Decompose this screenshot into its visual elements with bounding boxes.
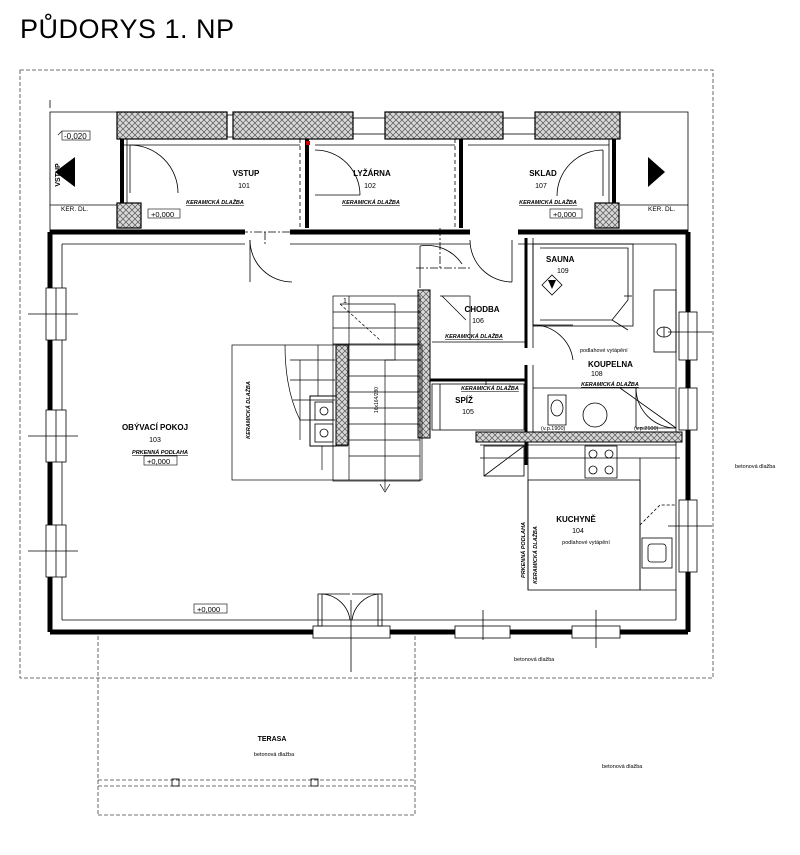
room-number-kuchyne: 104 xyxy=(572,528,584,535)
room-name-sauna: SAUNA xyxy=(546,255,575,264)
room-name-spiz: SPÍŽ xyxy=(455,396,473,405)
room-name-chodba: CHODBA xyxy=(464,305,499,314)
room-name-sklad: SKLAD xyxy=(529,169,557,178)
kuchyne-floor-a: PRKENNÁ PODLAHA xyxy=(520,522,527,578)
room-floor-terasa: betonová dlažba xyxy=(254,752,295,758)
room-number-sklad: 107 xyxy=(535,183,547,190)
entry-arrow-icon xyxy=(55,157,75,187)
room-labels: VSTUP -0,020 KER. DL. KER. DL. VSTUP 101… xyxy=(55,132,776,770)
terrace-outline xyxy=(97,630,416,816)
room-name-terasa: TERASA xyxy=(258,736,287,743)
koupelna-note: podlahové vytápění xyxy=(580,348,628,354)
axis-lines xyxy=(240,228,470,269)
koupelna-h2: (v.p.2100) xyxy=(634,426,659,432)
room-name-lyzarna: LYŽÁRNA xyxy=(353,169,391,178)
room-floor-koupelna: KERAMICKÁ DLAŽBA xyxy=(581,380,639,388)
room-level-vstup: +0,000 xyxy=(151,210,174,219)
ker-left: KER. DL. xyxy=(61,206,88,213)
west-windows xyxy=(28,287,78,578)
room-floor-chodba: KERAMICKÁ DLAŽBA xyxy=(445,332,503,340)
room-name-koupelna: KOUPELNA xyxy=(588,360,633,369)
sauna-heater xyxy=(541,274,563,296)
page-title: PŮDORYS 1. NP xyxy=(20,14,235,44)
room-floor-lyzarna: KERAMICKÁ DLAŽBA xyxy=(342,198,400,206)
stair-num: 1 xyxy=(343,298,347,305)
room-number-chodba: 106 xyxy=(472,318,484,325)
interior-doors xyxy=(129,144,604,361)
bathroom-fixtures xyxy=(547,289,677,429)
east-windows xyxy=(668,311,712,573)
beton-bottom: betonová dlažba xyxy=(514,657,555,663)
room-number-koupelna: 108 xyxy=(591,371,603,378)
room-partitions xyxy=(299,139,456,228)
room-number-sauna: 109 xyxy=(557,268,569,275)
ker-right: KER. DL. xyxy=(648,206,675,213)
room-number-vstup: 101 xyxy=(238,183,250,190)
living-floor-vertical: KERAMICKÁ DLAŽBA xyxy=(244,381,252,439)
level-outside: -0,020 xyxy=(64,132,87,141)
beton-far: betonová dlažba xyxy=(602,764,643,770)
room-number-spiz: 105 xyxy=(462,409,474,416)
room-floor-vstup: KERAMICKÁ DLAŽBA xyxy=(186,198,244,206)
interior-walls xyxy=(430,238,528,465)
beton-right: betonová dlažba xyxy=(735,464,776,470)
stair-note: 16x164/280 xyxy=(374,387,380,413)
room-floor-obyvaci: PRKENNÁ PODLAHA xyxy=(132,449,188,456)
north-windows xyxy=(226,114,536,138)
level-markers xyxy=(57,130,583,614)
room-name-kuchyne: KUCHYNĚ xyxy=(556,515,596,524)
spiz-floor: KERAMICKÁ DLAŽBA xyxy=(461,384,519,392)
room-name-vstup: VSTUP xyxy=(233,169,260,178)
room-level-obyvaci: +0,000 xyxy=(147,457,170,466)
staircase xyxy=(231,295,526,493)
room-level-obyvaci-2: +0,000 xyxy=(197,605,220,614)
koupelna-h1: (v.p.1900) xyxy=(541,426,566,432)
south-openings xyxy=(312,600,621,672)
porch-outline xyxy=(49,100,689,232)
terrace-post xyxy=(171,778,180,787)
sauna xyxy=(532,243,634,331)
room-name-obyvaci: OBÝVACÍ POKOJ xyxy=(122,423,188,432)
entry-arrow-label: VSTUP xyxy=(55,163,62,187)
room-number-obyvaci: 103 xyxy=(149,437,161,444)
kitchen xyxy=(527,445,676,591)
terrace-door xyxy=(317,593,383,627)
terrace-post xyxy=(310,778,319,787)
site-boundary xyxy=(19,69,714,679)
room-number-lyzarna: 102 xyxy=(364,183,376,190)
marker-icon xyxy=(306,141,310,145)
pantry xyxy=(431,380,525,477)
kuchyne-floor-b: KERAMICKÁ DLAŽBA xyxy=(531,526,539,584)
room-level-sklad: +0,000 xyxy=(553,210,576,219)
kuchyne-note: podlahové vytápění xyxy=(562,540,610,546)
room-floor-sklad: KERAMICKÁ DLAŽBA xyxy=(519,198,577,206)
entry-arrow-icon xyxy=(648,157,665,187)
entry-walls xyxy=(120,139,616,228)
